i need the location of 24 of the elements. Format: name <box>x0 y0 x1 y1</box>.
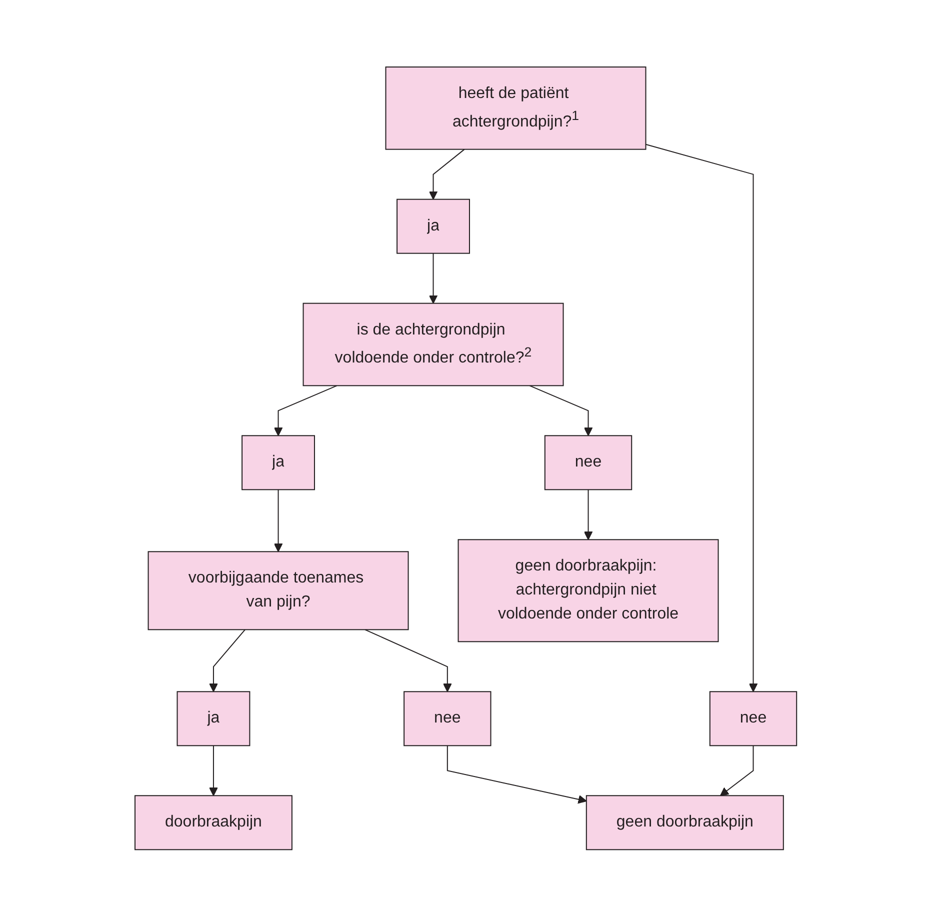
arrow <box>645 144 758 692</box>
arrow <box>447 745 587 804</box>
arrow <box>429 149 466 200</box>
arrow <box>429 253 438 304</box>
arrow <box>209 745 218 796</box>
arrow <box>529 385 593 436</box>
arrow <box>209 629 246 692</box>
node-box: ja <box>176 691 250 746</box>
node-box: geen doorbraakpijn: achtergrondpijn niet voldoende onder controle <box>458 539 719 642</box>
node-box: ja <box>396 199 470 254</box>
node-box: nee <box>710 691 798 746</box>
node-box: heeft de patiënt achtergrondpijn?$^{1}$ <box>385 66 646 150</box>
node-box: ja <box>242 435 316 490</box>
node-box: is de achtergrondpijn voldoende onder controle?$^{2}$ <box>302 303 564 386</box>
node-box: doorbraakpijn <box>134 795 293 850</box>
arrow <box>584 489 593 540</box>
node-box: geen doorbraakpijn <box>586 795 784 850</box>
node-box: nee <box>544 435 632 490</box>
arrow <box>720 745 754 796</box>
arrow <box>274 489 283 552</box>
node-box: nee <box>404 691 492 746</box>
node-box: voorbijgaande toenames van pijn? <box>148 551 409 630</box>
arrow <box>364 629 452 692</box>
arrow <box>274 385 338 436</box>
